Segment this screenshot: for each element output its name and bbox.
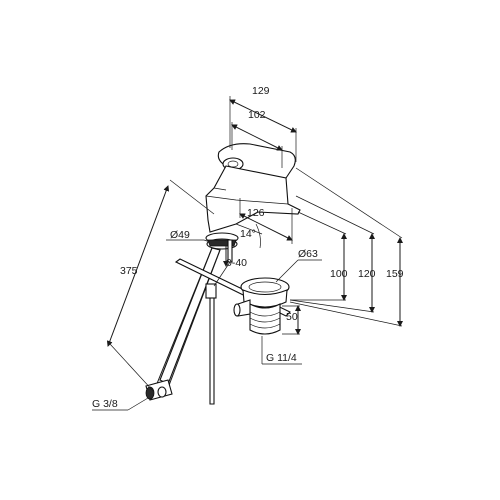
supply-hose (145, 247, 221, 401)
dim-129: 129 (252, 85, 270, 97)
dim-50: 50 (286, 311, 298, 323)
dim-120: 120 (358, 268, 376, 280)
dimension-lines (92, 96, 403, 411)
dim-375: 375 (120, 265, 138, 277)
dim-126: 126 (247, 207, 265, 219)
dim-angle-14: 14° (240, 228, 256, 240)
dim-102: 102 (248, 109, 266, 121)
dim-0-40: 0-40 (226, 257, 247, 269)
dim-159: 159 (386, 268, 404, 280)
dim-g-1-1-4: G 11/4 (266, 352, 297, 364)
drain-waste (233, 277, 290, 335)
dim-100: 100 (330, 268, 348, 280)
dim-diameter-63: Ø63 (298, 248, 318, 260)
dim-diameter-49: Ø49 (170, 229, 190, 241)
dim-g-3-8: G 3/8 (92, 398, 118, 410)
